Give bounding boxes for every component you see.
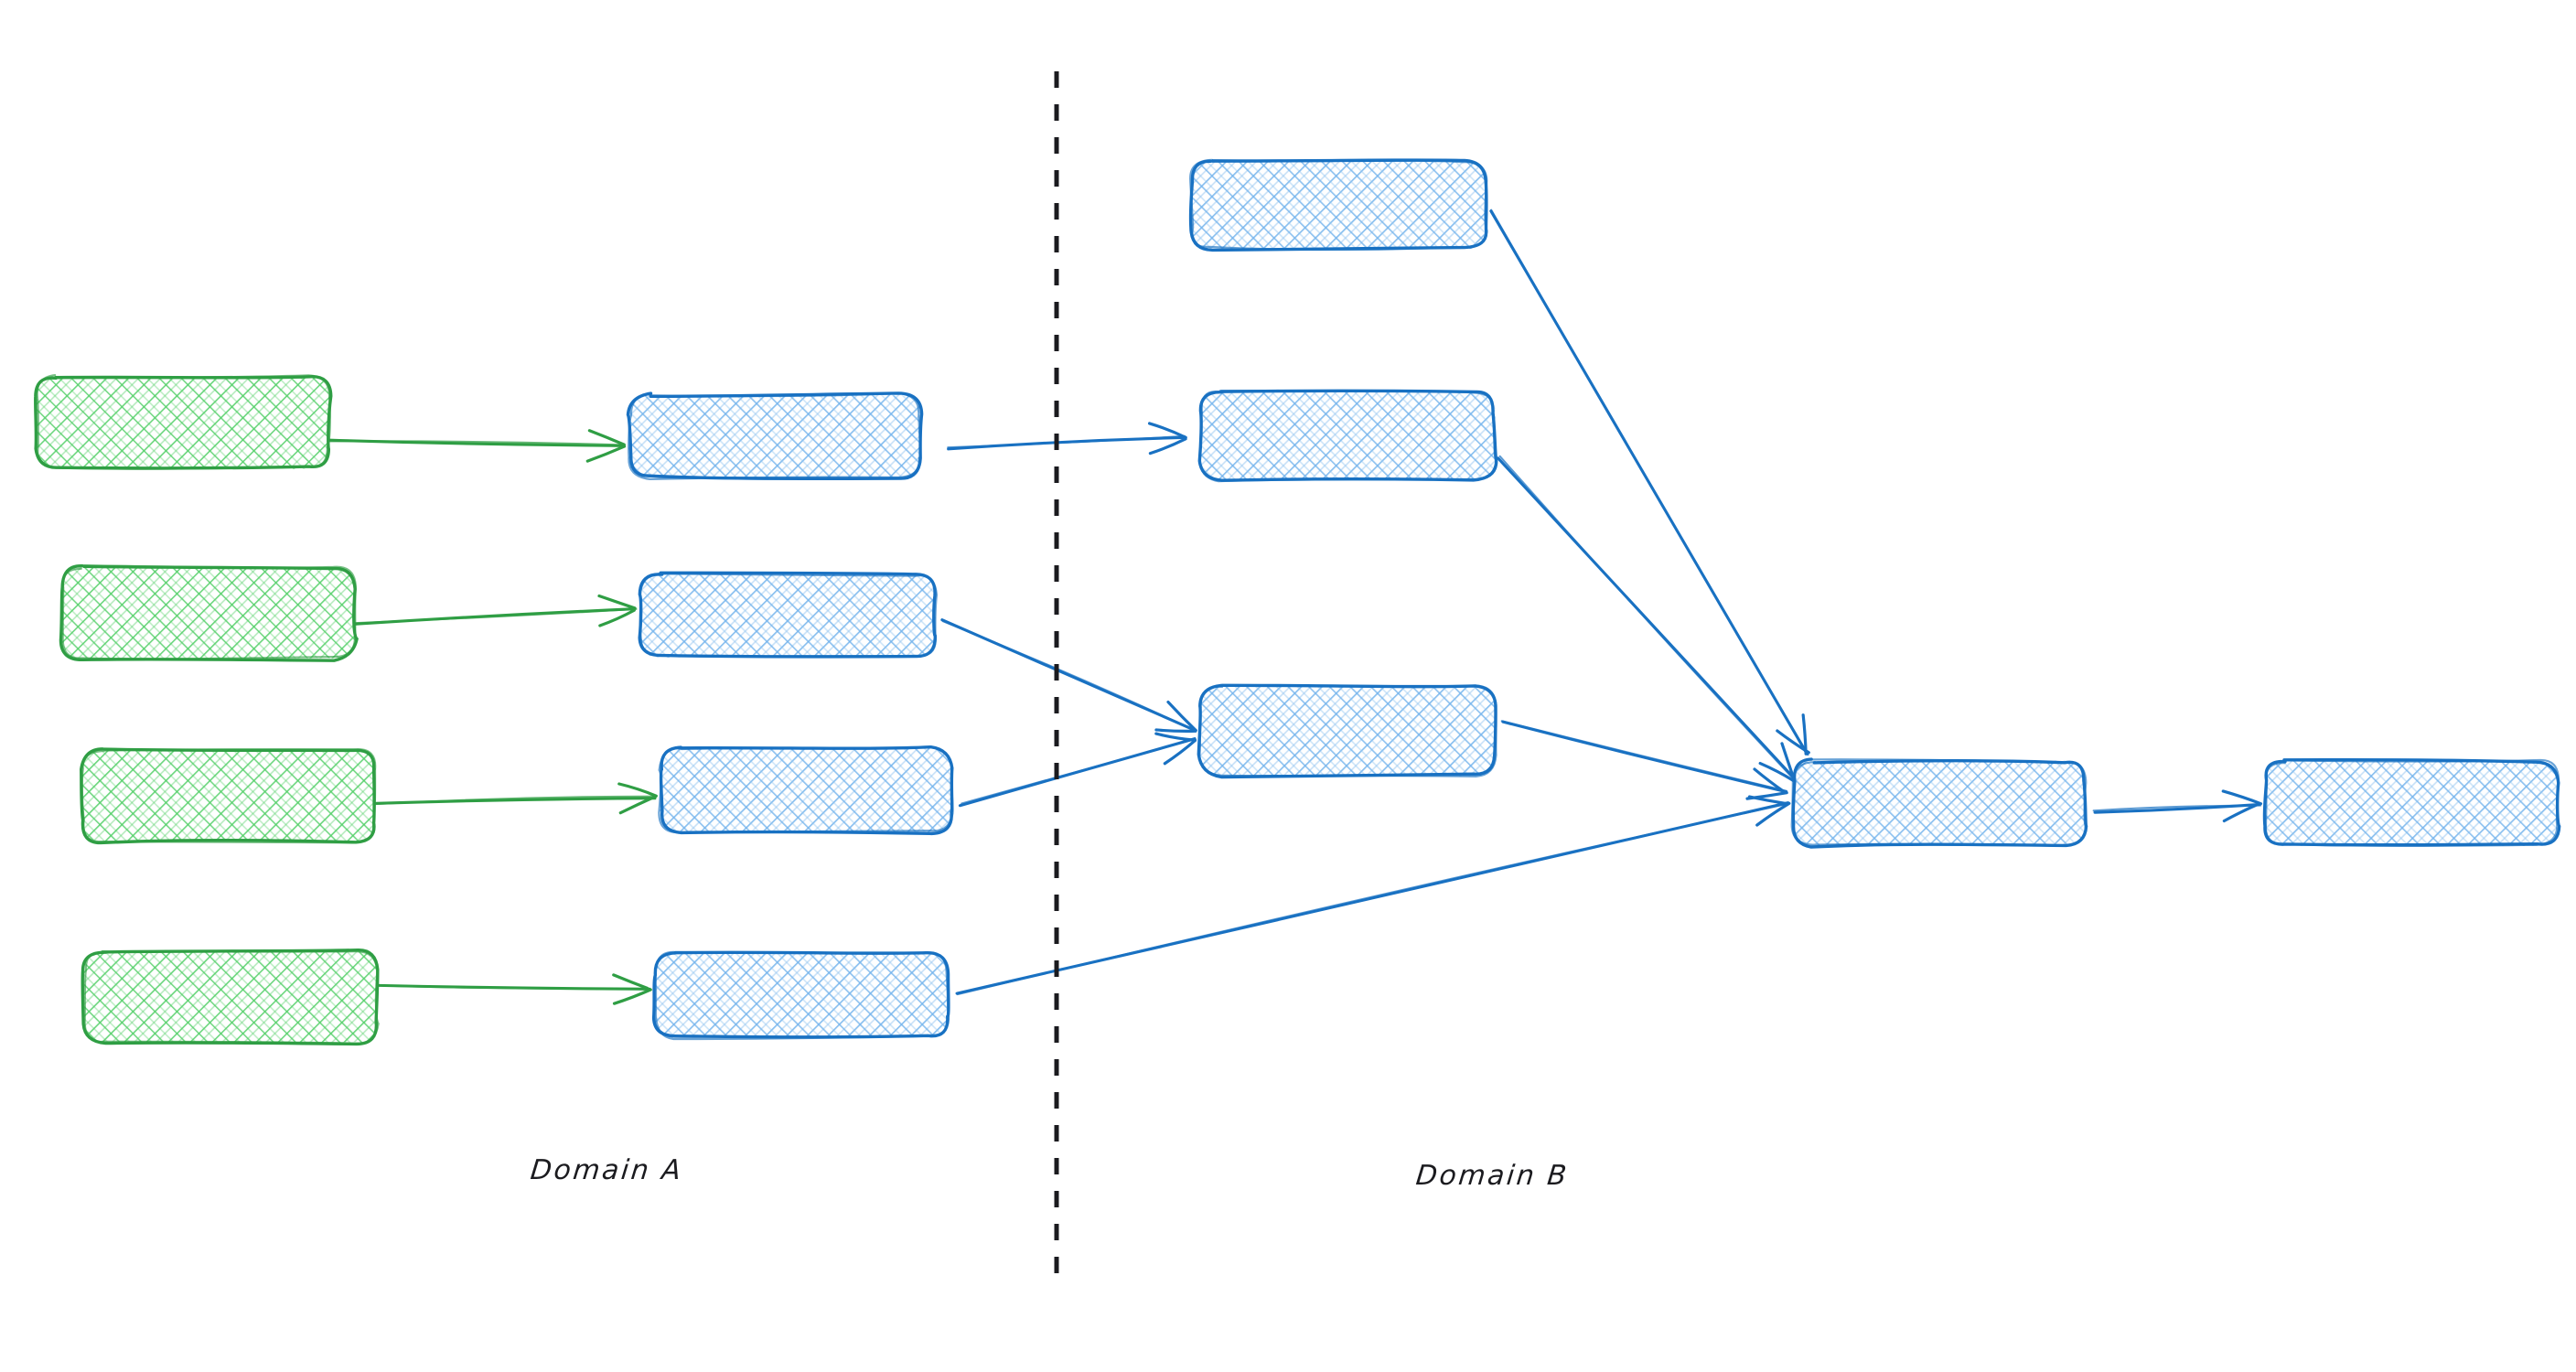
domain-b-label: Domain B bbox=[1414, 1160, 1571, 1192]
node-a-in-4[interactable] bbox=[80, 948, 380, 1046]
edge-e2 bbox=[354, 594, 638, 627]
node-b-proc-3[interactable] bbox=[1197, 683, 1497, 779]
edge-e11 bbox=[1500, 720, 1788, 800]
edge-e8 bbox=[955, 795, 1791, 996]
node-a-in-3[interactable] bbox=[80, 747, 377, 845]
node-a-proc-3[interactable] bbox=[658, 745, 954, 836]
edge-e7 bbox=[958, 732, 1197, 808]
nodes-layer bbox=[34, 158, 2561, 1046]
node-a-proc-4[interactable] bbox=[651, 950, 950, 1041]
node-a-proc-2[interactable] bbox=[638, 571, 939, 659]
node-b-proc-1[interactable] bbox=[1188, 158, 1488, 252]
edges-layer bbox=[327, 209, 2263, 1005]
edge-e1 bbox=[327, 429, 627, 463]
node-a-proc-1[interactable] bbox=[626, 391, 924, 481]
edge-e9 bbox=[1489, 209, 1810, 756]
edge-e3 bbox=[374, 782, 658, 815]
edge-e10 bbox=[1497, 455, 1797, 783]
node-b-proc-2[interactable] bbox=[1197, 389, 1498, 483]
domain-a-label: Domain A bbox=[529, 1154, 685, 1186]
edge-e12 bbox=[2092, 789, 2263, 823]
node-a-in-2[interactable] bbox=[59, 563, 359, 662]
node-b-out[interactable] bbox=[2262, 758, 2561, 847]
node-b-hub[interactable] bbox=[1790, 757, 2088, 849]
edge-e6 bbox=[940, 618, 1197, 734]
edge-e4 bbox=[377, 973, 652, 1005]
edge-e5 bbox=[947, 422, 1187, 456]
node-a-in-1[interactable] bbox=[34, 373, 333, 470]
